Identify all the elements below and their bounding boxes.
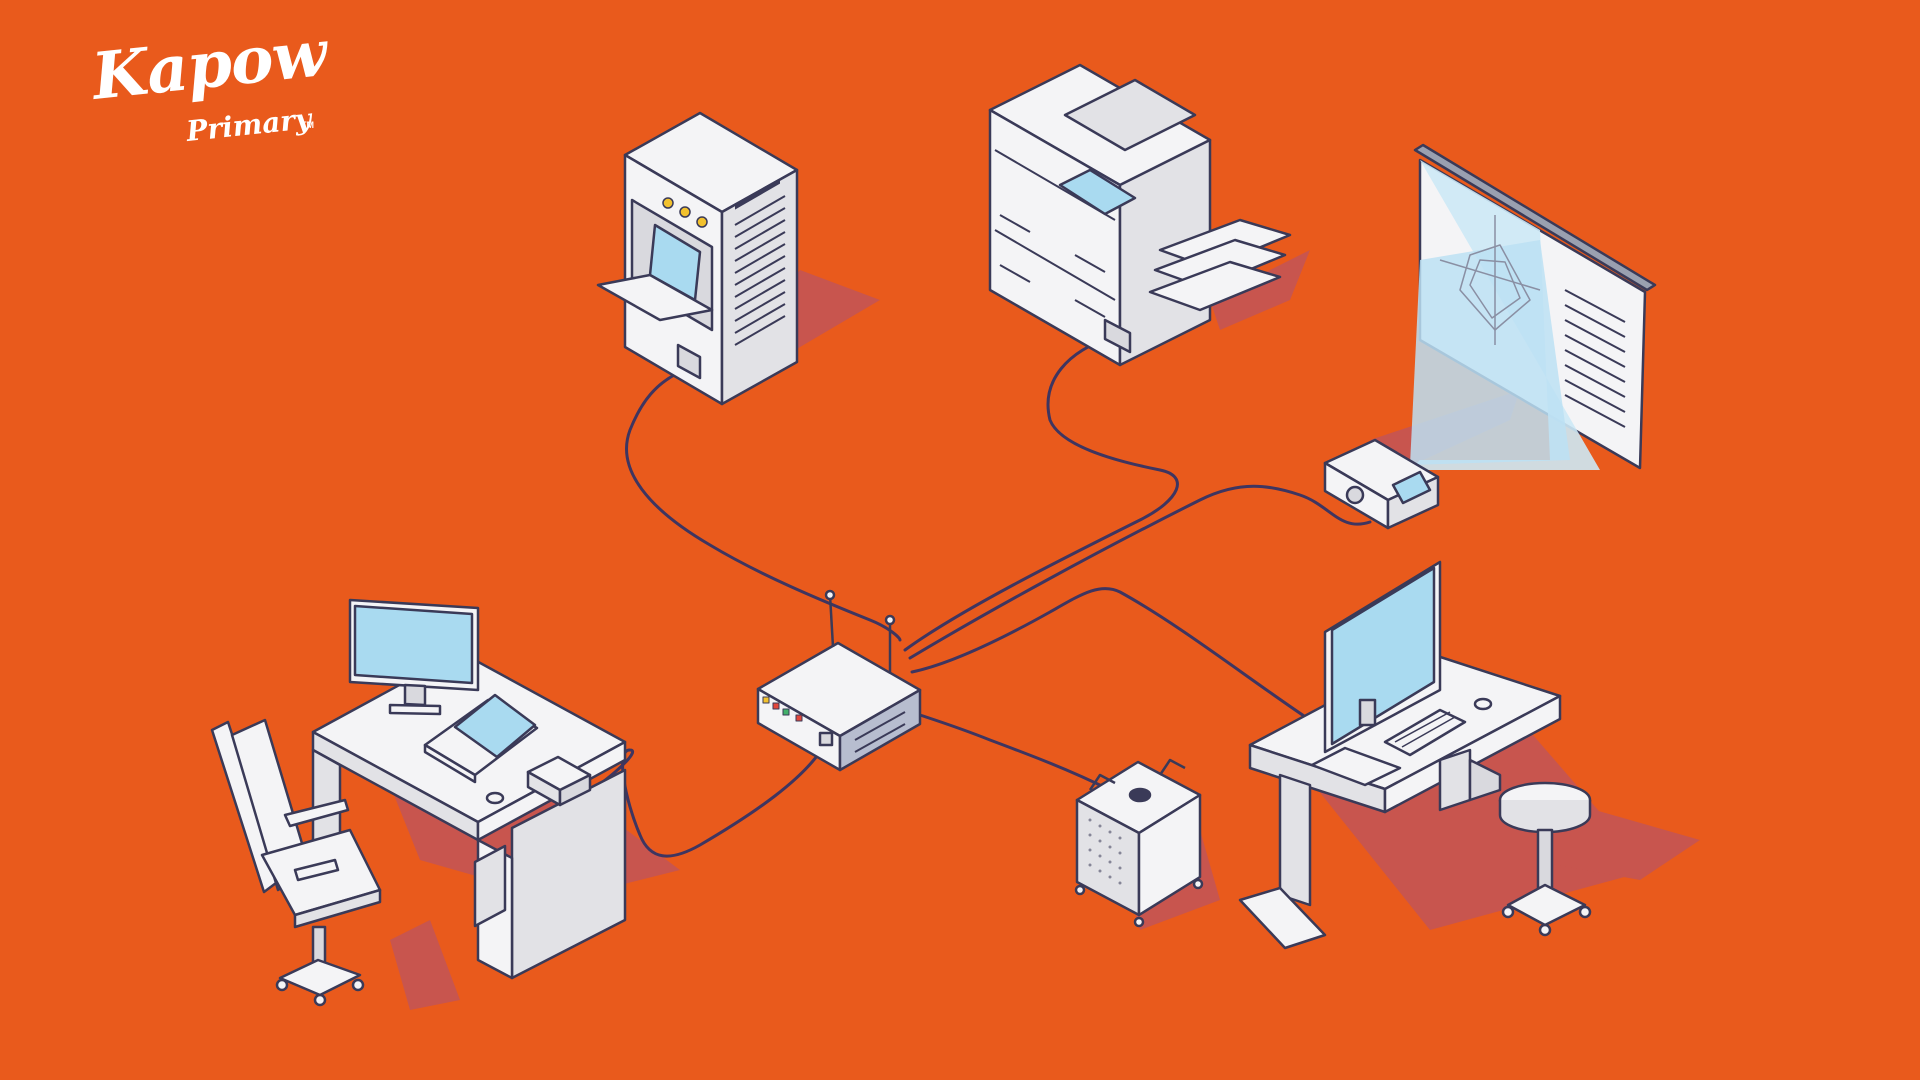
projector — [1323, 438, 1440, 530]
stool — [1498, 781, 1592, 937]
cable-deskright-router — [910, 587, 1312, 722]
projection-screen — [1410, 143, 1657, 470]
cable-projector-router — [908, 484, 1372, 660]
network-cables — [590, 336, 1372, 858]
office-chair — [210, 718, 382, 1007]
wifi-router — [756, 589, 922, 772]
computer-desk-right — [1238, 560, 1562, 950]
cable-deskleft-router — [590, 748, 822, 858]
cable-server-router — [625, 366, 902, 642]
desktop-tower — [1074, 758, 1204, 928]
office-desk-left — [311, 598, 627, 980]
cable-tower-router — [918, 713, 1112, 792]
server-cabinet — [596, 111, 799, 406]
kapow-primary-logo: Kapow Primary TM — [89, 16, 336, 166]
logo-trademark: TM — [301, 120, 314, 130]
cable-printer-router — [903, 336, 1179, 652]
printer-copier — [988, 63, 1292, 367]
